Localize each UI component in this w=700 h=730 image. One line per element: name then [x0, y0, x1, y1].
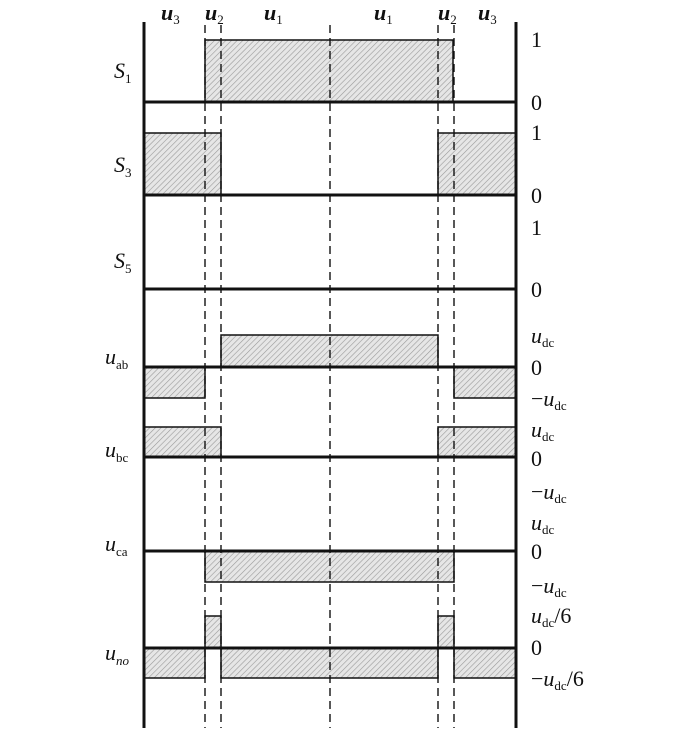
s1-level-zero: 0 — [531, 90, 542, 115]
s3-level-one: 1 — [531, 120, 542, 145]
uno-negative-region-right — [453, 647, 517, 679]
sector-label-3: u1 — [264, 0, 283, 27]
s3-level-zero: 0 — [531, 183, 542, 208]
sector-label-2: u2 — [205, 0, 224, 27]
sector-labels: u3 u2 u1 u1 u2 u3 — [161, 0, 497, 27]
row-label-uca: uca — [105, 531, 128, 559]
row-label-s1: S1 — [114, 58, 132, 86]
s1-level-one: 1 — [531, 27, 542, 52]
uno-level-pos: udc/6 — [531, 603, 571, 630]
uno-negative-region-left — [143, 647, 206, 679]
uab-level-zero: 0 — [531, 355, 542, 380]
row-label-uno: uno — [105, 640, 130, 668]
row-label-ubc: ubc — [105, 437, 129, 465]
sector-label-1: u3 — [161, 0, 180, 27]
uab-negative-region-left — [143, 366, 206, 399]
sector-label-6: u3 — [478, 0, 497, 27]
row-label-s3: S3 — [114, 152, 132, 180]
row-label-s5: S5 — [114, 248, 132, 276]
uca-level-pos: udc — [531, 510, 555, 537]
ubc-positive-region-right — [437, 426, 517, 458]
s1-high-region — [204, 39, 454, 103]
uno-level-zero: 0 — [531, 635, 542, 660]
baselines — [144, 100, 516, 650]
sector-boundaries — [204, 25, 455, 728]
uno-level-neg: −udc/6 — [531, 666, 584, 693]
ubc-positive-region-left — [143, 426, 222, 458]
frame-borders — [142, 22, 518, 728]
ubc-level-zero: 0 — [531, 446, 542, 471]
s5-level-zero: 0 — [531, 277, 542, 302]
uno-positive-region-right — [437, 615, 455, 649]
sector-label-4: u1 — [374, 0, 393, 27]
uab-level-neg: −udc — [531, 386, 567, 413]
s3-high-region-right — [437, 132, 517, 196]
uab-negative-region-right — [453, 366, 517, 399]
row-labels: S1 S3 S5 uab ubc uca uno — [105, 58, 132, 668]
uab-level-pos: udc — [531, 323, 555, 350]
uca-level-zero: 0 — [531, 539, 542, 564]
level-labels: 1 0 1 0 1 0 udc 0 −udc udc 0 −udc udc 0 … — [531, 27, 584, 693]
s5-level-one: 1 — [531, 215, 542, 240]
sector-label-5: u2 — [438, 0, 457, 27]
uca-level-neg: −udc — [531, 573, 567, 600]
uno-positive-region-left — [204, 615, 222, 649]
ubc-level-neg: −udc — [531, 479, 567, 506]
ubc-level-pos: udc — [531, 417, 555, 444]
s3-high-region-left — [143, 132, 222, 196]
row-label-uab: uab — [105, 344, 128, 372]
